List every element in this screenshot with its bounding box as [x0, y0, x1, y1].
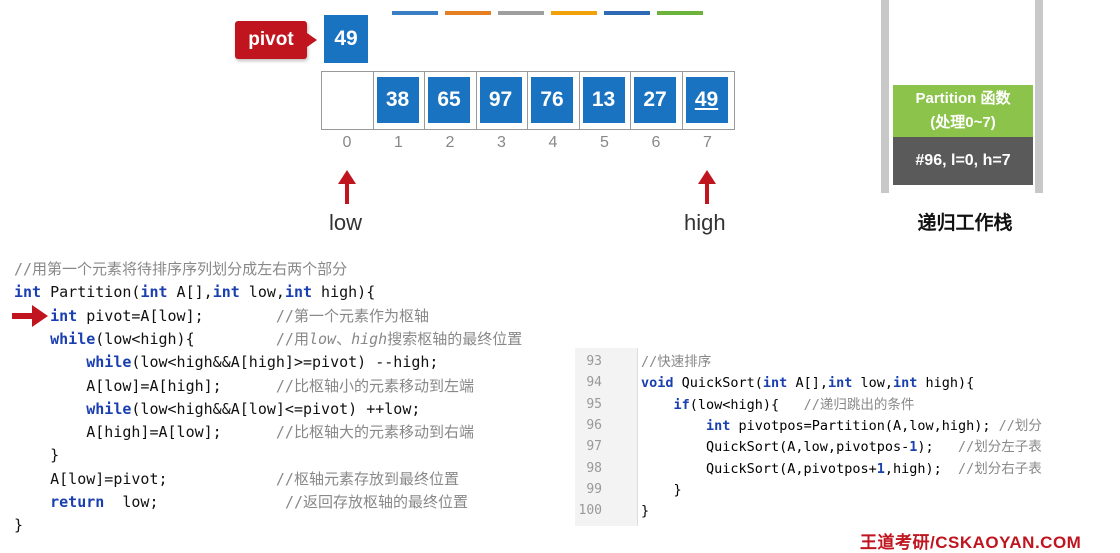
line-number: 94: [586, 375, 602, 391]
stack-frame-partition: Partition 函数 (处理0~7): [893, 85, 1033, 137]
line-number: 96: [586, 417, 602, 433]
stack-frame-title: Partition 函数: [915, 90, 1011, 107]
color-bar: [604, 11, 650, 15]
arrow-up-icon: [338, 170, 356, 184]
array-cell: 49: [683, 72, 735, 129]
array-cell: 97: [477, 72, 528, 129]
color-bar: [392, 11, 438, 15]
code-line: //快速排序: [641, 354, 712, 370]
line-number: 95: [586, 396, 602, 412]
partition-code: //用第一个元素将待排序序列划分成左右两个部分 int Partition(int…: [14, 258, 574, 538]
array-value: 76: [531, 77, 573, 123]
color-bar: [498, 11, 544, 15]
array-cell: 76: [528, 72, 580, 129]
stack-frame-args: #96, l=0, h=7: [893, 137, 1033, 185]
array-index: 1: [394, 134, 403, 151]
array-cell: 13: [580, 72, 631, 129]
color-bar: [657, 11, 703, 15]
array-index: 3: [497, 134, 506, 151]
code-line: return low; //返回存放枢轴的最终位置: [50, 493, 469, 511]
line-number: 97: [586, 439, 602, 455]
line-number-gutter: 93 94 95 96 97 98 99 100: [575, 348, 638, 526]
low-pointer-arrow: [338, 170, 356, 204]
array-index: 5: [600, 134, 609, 151]
array-index: 2: [445, 134, 455, 151]
pivot-value-box: 49: [324, 15, 368, 63]
quicksort-code: //快速排序 void QuickSort(int A[],int low,int…: [641, 352, 1085, 524]
array-cell: [322, 72, 374, 129]
code-line: //用第一个元素将待排序序列划分成左右两个部分: [14, 260, 348, 278]
stack-caption: 递归工作栈: [917, 213, 1013, 234]
code-line: A[low]=pivot; //枢轴元素存放到最终位置: [14, 469, 459, 488]
watermark: 王道考研/CSKAOYAN.COM: [860, 533, 1082, 552]
low-label: low: [329, 210, 363, 235]
code-line: }: [641, 481, 682, 498]
code-line: while(low<high){ //用low、high搜索枢轴的最终位置: [50, 329, 523, 348]
array-cell: 38: [374, 72, 425, 129]
color-bar: [445, 11, 491, 15]
code-line: if(low<high){ //递归跳出的条件: [673, 396, 915, 413]
code-line: void QuickSort(int A[],int low,int high)…: [641, 375, 975, 392]
array-index: 4: [548, 134, 558, 151]
right-arrow-icon: [12, 305, 48, 327]
code-line: QuickSort(A,pivotpos+1,high); //划分右子表: [641, 460, 1042, 477]
line-number: 93: [586, 354, 602, 369]
code-line: int pivotpos=Partition(A,low,high); //划分: [706, 417, 1042, 434]
line-number: 100: [578, 503, 602, 519]
pivot-label: pivot: [235, 21, 317, 59]
high-pointer-arrow: [698, 170, 716, 204]
stack-left-wall: [881, 0, 889, 193]
array-value: 65: [428, 77, 470, 123]
code-line: while(low<high&&A[high]>=pivot) --high;: [86, 353, 439, 372]
line-number: 98: [586, 460, 602, 476]
array-cell: 27: [631, 72, 683, 129]
code-line: QuickSort(A,low,pivotpos-1); //划分左子表: [641, 439, 1042, 456]
code-line: A[low]=A[high]; //比枢轴小的元素移动到左端: [14, 376, 474, 395]
array-value: 27: [634, 77, 676, 123]
high-label: high: [684, 210, 726, 235]
code-line: }: [14, 516, 24, 535]
stack-right-wall: [1035, 0, 1043, 193]
line-number: 99: [586, 481, 602, 497]
array-index: 6: [651, 134, 661, 151]
array-value: 97: [479, 77, 522, 123]
array-index: 7: [703, 134, 712, 151]
array-index: 0: [342, 134, 352, 151]
code-line: A[high]=A[low]; //比枢轴大的元素移动到右端: [14, 423, 474, 442]
code-line: while(low<high&&A[low]<=pivot) ++low;: [86, 399, 421, 418]
quicksort-code-panel: [575, 348, 1085, 526]
code-line: }: [14, 446, 60, 465]
current-line-arrow: [12, 305, 48, 332]
array-value: 38: [376, 77, 419, 123]
color-bar: [551, 11, 597, 15]
code-line: }: [641, 503, 650, 520]
stack-frame-range: (处理0~7): [930, 114, 996, 131]
array-value: 49: [685, 77, 728, 123]
array-value: 13: [582, 77, 625, 123]
arrow-up-icon: [698, 170, 716, 184]
code-line: int pivot=A[low]; //第一个元素作为枢轴: [50, 306, 429, 325]
array-cell: 65: [425, 72, 477, 129]
code-line: int Partition(int A[],int low,int high){: [14, 283, 376, 302]
